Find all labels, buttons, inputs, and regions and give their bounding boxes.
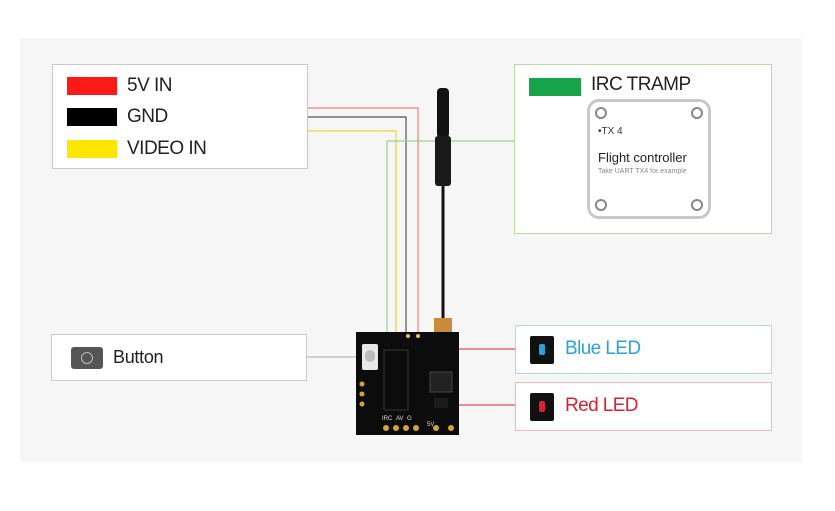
mount-hole-icon [595,107,607,119]
red-led-panel: Red LED [515,382,772,431]
legend-item-5v: 5V IN [67,75,173,97]
swatch-5v [67,77,117,95]
power-video-legend: 5V IN GND VIDEO IN [52,64,308,169]
blue-led-panel: Blue LED [515,325,772,374]
red-led-dot [539,401,545,412]
vtx-board-graphic [359,334,454,431]
blue-led-dot [539,344,545,355]
fc-tx-pin-label: •TX 4 [598,126,623,137]
wire-irc [386,140,514,332]
legend-item-gnd: GND [67,106,168,128]
button-label: Button [113,347,164,367]
swatch-irc-tramp [529,78,581,96]
legend-item-video: VIDEO IN [67,138,207,160]
wire-gnd [308,116,407,332]
fc-title: Flight controller [598,150,687,165]
blue-led-icon [530,336,554,364]
swatch-gnd [67,108,117,126]
fc-subtitle: Take UART TX4 for example [598,168,687,175]
vtx-board: IRC AV G 5V [356,332,459,435]
flight-controller-board: •TX 4 Flight controller Take UART TX4 fo… [587,99,711,219]
mount-hole-icon [691,107,703,119]
pin-label-g: G [407,416,412,422]
irc-tramp-label: IRC TRAMP [591,74,691,95]
legend-label-gnd: GND [127,106,168,127]
pin-label-5v: 5V [427,422,435,428]
wire-5v [308,107,419,332]
wire-video [308,130,397,332]
red-led-icon [530,393,554,421]
irc-tramp-panel: IRC TRAMP •TX 4 Flight controller Take U… [514,64,772,234]
swatch-video [67,140,117,158]
button-icon [71,347,103,369]
pin-label-irc: IRC [382,416,393,422]
blue-led-label: Blue LED [565,338,641,359]
mount-hole-icon [595,199,607,211]
legend-label-video: VIDEO IN [127,138,207,159]
antenna-tip [437,88,449,138]
legend-label-5v: 5V IN [127,75,173,96]
button-panel: Button [51,334,307,381]
mount-hole-icon [691,199,703,211]
antenna-sleeve [435,136,451,186]
pin-label-av: AV [396,416,404,422]
red-led-label: Red LED [565,395,639,416]
